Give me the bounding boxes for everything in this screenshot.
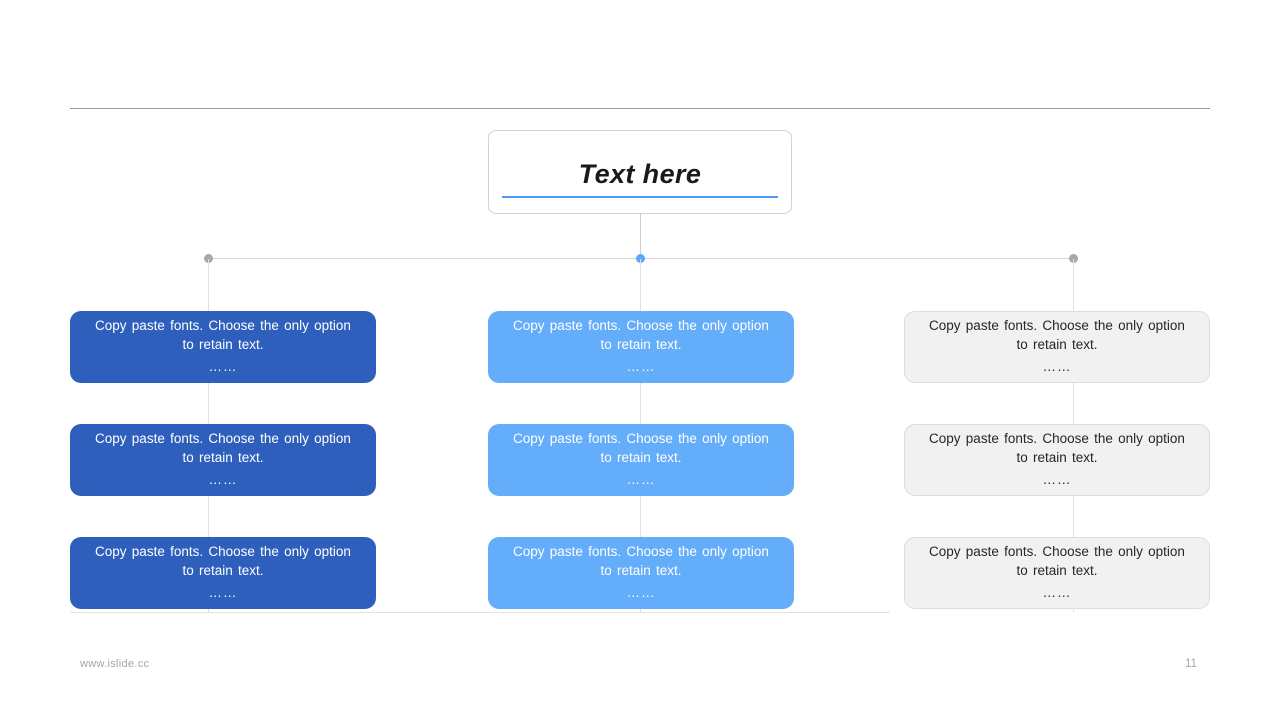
page-title: Text here	[578, 159, 702, 189]
card-ellipsis: ……	[1042, 585, 1072, 600]
card-ellipsis: ……	[626, 472, 656, 487]
card-c3-r1[interactable]: Copy paste fonts. Choose the only option…	[904, 311, 1210, 383]
card-line-1: Copy paste fonts. Choose the only option	[929, 544, 1185, 559]
card-line-1: Copy paste fonts. Choose the only option	[513, 544, 769, 559]
card-c1-r3[interactable]: Copy paste fonts. Choose the only option…	[70, 537, 376, 609]
card-line-1: Copy paste fonts. Choose the only option	[513, 318, 769, 333]
card-line-1: Copy paste fonts. Choose the only option	[95, 431, 351, 446]
card-line-1: Copy paste fonts. Choose the only option	[929, 318, 1185, 333]
card-ellipsis: ……	[208, 359, 238, 374]
card-line-2: to retain text.	[182, 450, 264, 465]
card-line-2: to retain text.	[600, 337, 682, 352]
card-line-2: to retain text.	[1016, 563, 1098, 578]
card-ellipsis: ……	[208, 472, 238, 487]
card-c2-r1[interactable]: Copy paste fonts. Choose the only option…	[488, 311, 794, 383]
connector-vertical-title	[640, 214, 641, 259]
card-ellipsis: ……	[208, 585, 238, 600]
connector-dot-right[interactable]	[1069, 254, 1078, 263]
connector-dot-center[interactable]	[636, 254, 645, 263]
card-ellipsis: ……	[626, 359, 656, 374]
card-line-2: to retain text.	[182, 563, 264, 578]
card-line-2: to retain text.	[600, 450, 682, 465]
card-ellipsis: ……	[1042, 359, 1072, 374]
footer-url[interactable]: www.islide.cc	[80, 658, 150, 670]
card-ellipsis: ……	[1042, 472, 1072, 487]
card-c2-r3[interactable]: Copy paste fonts. Choose the only option…	[488, 537, 794, 609]
title-box[interactable]: Text here	[488, 130, 792, 214]
card-ellipsis: ……	[626, 585, 656, 600]
title-underline	[502, 196, 778, 198]
card-line-1: Copy paste fonts. Choose the only option	[929, 431, 1185, 446]
card-c3-r2[interactable]: Copy paste fonts. Choose the only option…	[904, 424, 1210, 496]
card-c1-r2[interactable]: Copy paste fonts. Choose the only option…	[70, 424, 376, 496]
card-line-2: to retain text.	[182, 337, 264, 352]
page-number: 11	[1185, 658, 1197, 670]
connector-dot-left[interactable]	[204, 254, 213, 263]
card-c1-r1[interactable]: Copy paste fonts. Choose the only option…	[70, 311, 376, 383]
card-line-1: Copy paste fonts. Choose the only option	[95, 544, 351, 559]
card-line-2: to retain text.	[600, 563, 682, 578]
card-line-2: to retain text.	[1016, 450, 1098, 465]
card-line-2: to retain text.	[1016, 337, 1098, 352]
card-c3-r3[interactable]: Copy paste fonts. Choose the only option…	[904, 537, 1210, 609]
bottom-divider-rule	[70, 612, 890, 613]
card-line-1: Copy paste fonts. Choose the only option	[95, 318, 351, 333]
card-c2-r2[interactable]: Copy paste fonts. Choose the only option…	[488, 424, 794, 496]
top-divider-rule	[70, 108, 1210, 109]
card-line-1: Copy paste fonts. Choose the only option	[513, 431, 769, 446]
